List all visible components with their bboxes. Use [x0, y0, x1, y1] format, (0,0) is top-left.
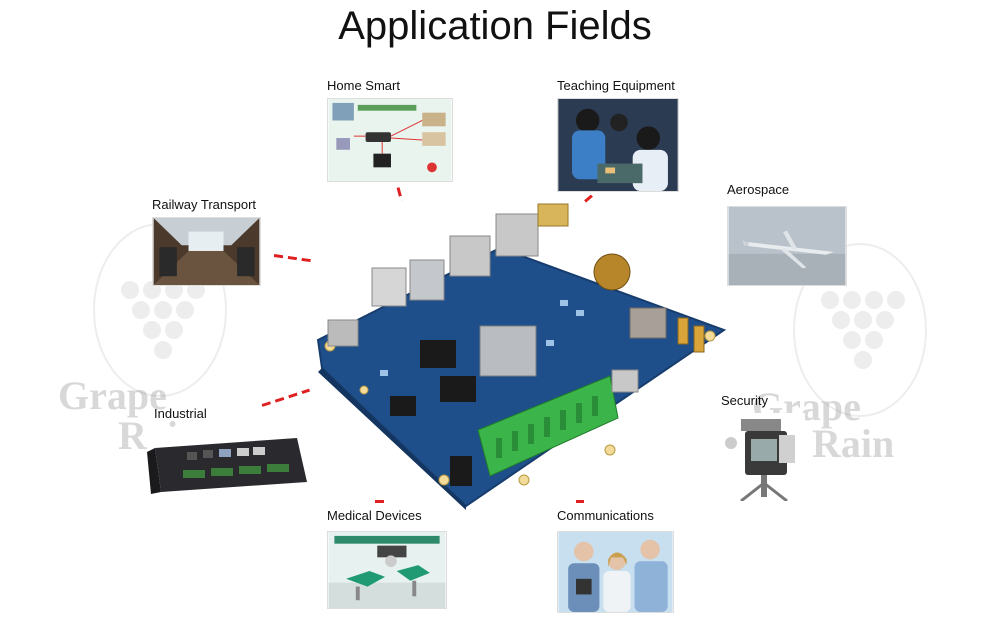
circuit-board-image [316, 203, 727, 510]
field-label-security: Security [721, 393, 768, 408]
field-label-medical: Medical Devices [327, 508, 422, 523]
home-smart-image [327, 98, 453, 182]
security-image [721, 413, 805, 501]
teaching-equipment-image [557, 98, 679, 192]
medical-devices-image [327, 531, 447, 609]
watermark-text-right-2: Rain [812, 421, 895, 466]
field-label-industrial: Industrial [154, 406, 207, 421]
railway-transport-image [152, 217, 261, 286]
field-label-aerospace: Aerospace [727, 182, 790, 197]
field-label-home: Home Smart [327, 78, 400, 93]
aerospace-image [727, 206, 847, 286]
connector-communications [576, 500, 584, 503]
watermark-text-left-1: Grape [58, 373, 167, 418]
communications-image [557, 531, 674, 613]
grape-logo-watermark-right [793, 243, 927, 417]
field-label-railway: Railway Transport [152, 197, 257, 212]
connector-medical [375, 500, 385, 503]
field-label-communications: Communications [557, 508, 654, 523]
field-label-teaching: Teaching Equipment [557, 78, 675, 93]
industrial-image [147, 430, 313, 497]
page-title: Application Fields [338, 4, 652, 48]
